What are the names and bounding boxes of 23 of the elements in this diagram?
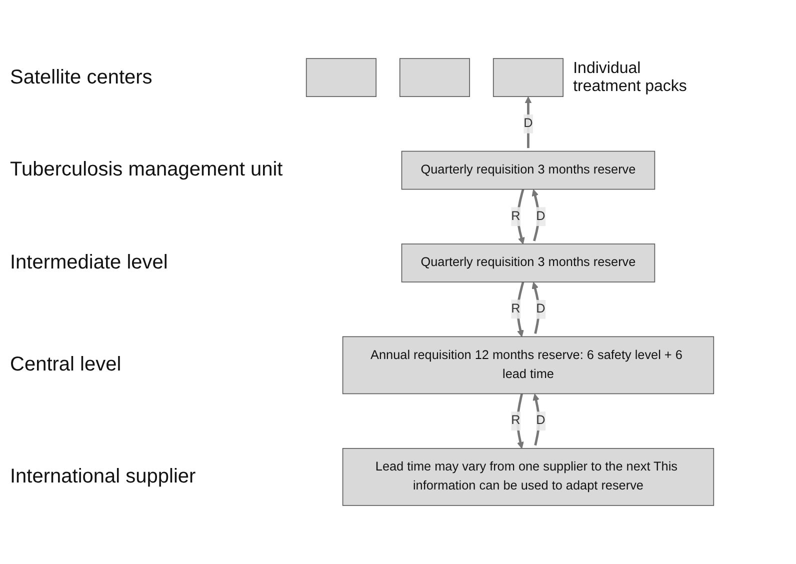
arrow bbox=[532, 394, 540, 446]
edge-label: R bbox=[511, 414, 520, 428]
edge-label: D bbox=[536, 302, 546, 316]
node-box bbox=[342, 448, 714, 506]
node-caption: Individual treatment packs bbox=[573, 60, 688, 96]
node-box bbox=[399, 58, 470, 97]
node-box bbox=[342, 336, 714, 394]
node-box bbox=[401, 150, 656, 190]
node-box bbox=[492, 58, 564, 97]
arrow bbox=[524, 96, 532, 148]
arrow bbox=[532, 282, 540, 334]
edge-label: D bbox=[536, 209, 546, 223]
level-label: Satellite centers bbox=[10, 66, 152, 90]
node-box bbox=[306, 58, 376, 97]
level-label: Intermediate level bbox=[10, 251, 168, 274]
level-label: Tuberculosis management unit bbox=[10, 158, 283, 182]
edge-label: R bbox=[511, 302, 520, 316]
edge-label: D bbox=[524, 116, 533, 130]
edge-label: R bbox=[511, 209, 520, 223]
level-label: International supplier bbox=[10, 465, 196, 488]
edge-label: D bbox=[536, 414, 546, 428]
node-box bbox=[401, 244, 656, 282]
level-label: Central level bbox=[10, 354, 122, 377]
